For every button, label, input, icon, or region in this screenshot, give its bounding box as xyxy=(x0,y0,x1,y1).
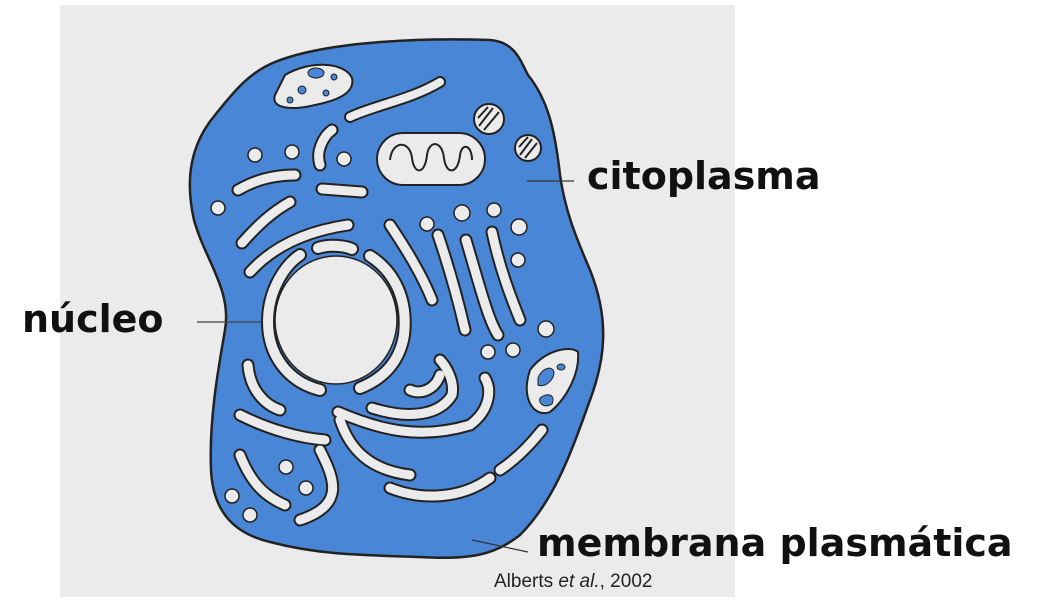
granule-striped xyxy=(473,103,505,135)
nucleus xyxy=(274,255,398,385)
label-nucleo: núcleo xyxy=(22,297,164,341)
vesicle-right xyxy=(525,348,580,415)
leader-line-membrana xyxy=(471,539,529,553)
credit-year: , 2002 xyxy=(599,571,653,592)
credit-author: Alberts xyxy=(494,571,554,592)
credit-etal: et al. xyxy=(558,571,600,592)
mitochondrion xyxy=(376,132,486,186)
vesicles xyxy=(210,144,555,523)
granule-striped xyxy=(514,134,542,162)
endoplasmic-reticulum xyxy=(231,123,549,527)
figure-credit: Alberts et al., 2002 xyxy=(494,571,652,593)
nuclear-envelope xyxy=(260,238,412,397)
label-citoplasma: citoplasma xyxy=(587,154,821,198)
label-membrana-plasmatica: membrana plasmática xyxy=(537,521,1013,565)
